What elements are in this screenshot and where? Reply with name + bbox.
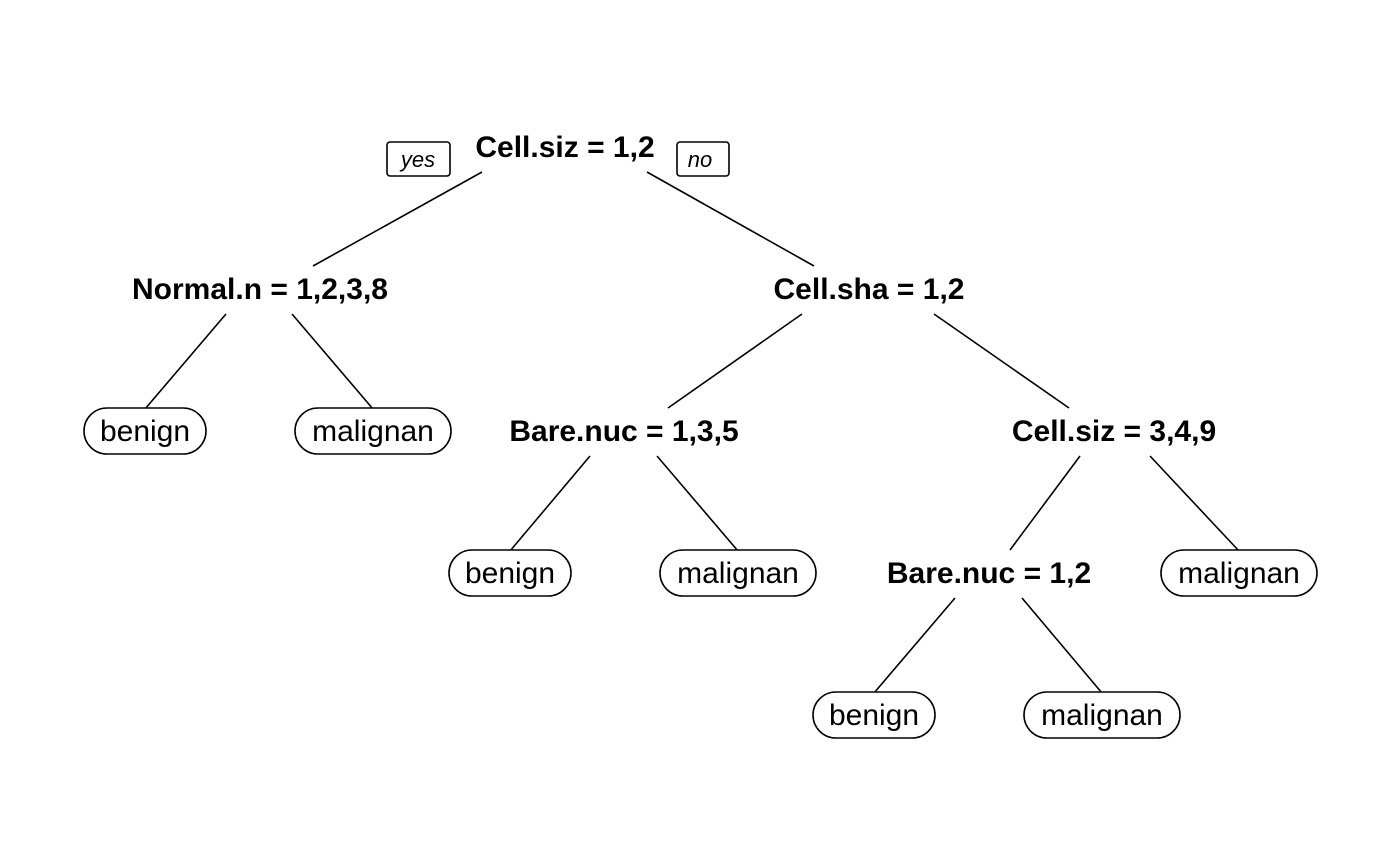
no-branch-label: no [688, 147, 712, 172]
leaf-box [1023, 691, 1181, 739]
edge-n7-n11 [1149, 455, 1240, 552]
leaf-label: benign [100, 415, 190, 448]
leaf-node-n13: malignan [1023, 691, 1181, 739]
tree-edges [144, 171, 1240, 694]
leaf-node-n11: malignan [1160, 549, 1318, 597]
leaf-box [448, 549, 572, 597]
edge-n2-n5 [291, 313, 374, 410]
leaf-node-n8: benign [448, 549, 572, 597]
split-label: Bare.nuc = 1,3,5 [509, 415, 738, 448]
split-label: Cell.sha = 1,2 [774, 273, 965, 306]
leaf-label: benign [465, 557, 555, 590]
leaf-label: malignan [677, 557, 799, 590]
edge-n7-n10 [1009, 455, 1081, 551]
split-node-n10: Bare.nuc = 1,2 [887, 557, 1091, 590]
leaf-label: malignan [1178, 557, 1300, 590]
no-branch-box [676, 141, 730, 177]
split-node-n2: Normal.n = 1,2,3,8 [132, 273, 388, 306]
leaf-label: malignan [312, 415, 434, 448]
edge-n10-n12 [873, 597, 956, 694]
leaf-label: benign [829, 699, 919, 732]
leaf-node-n5: malignan [294, 407, 452, 455]
edge-n3-n6 [667, 313, 803, 409]
edge-n2-n4 [144, 313, 227, 410]
leaf-box [812, 691, 936, 739]
leaf-node-n12: benign [812, 691, 936, 739]
yes-branch-box [386, 141, 451, 177]
split-label: Cell.siz = 1,2 [475, 131, 654, 164]
split-label: Bare.nuc = 1,2 [887, 557, 1091, 590]
split-label: Normal.n = 1,2,3,8 [132, 273, 388, 306]
split-node-n3: Cell.sha = 1,2 [774, 273, 965, 306]
branch-labels: yes no [386, 141, 730, 177]
split-node-n1: Cell.siz = 1,2 [475, 131, 654, 164]
edge-n1-n2 [312, 171, 483, 267]
leaf-label: malignan [1041, 699, 1163, 732]
leaf-node-n9: malignan [659, 549, 817, 597]
edge-n1-n3 [646, 171, 815, 267]
split-node-n7: Cell.siz = 3,4,9 [1012, 415, 1216, 448]
yes-branch-label: yes [399, 147, 435, 172]
leaf-box [659, 549, 817, 597]
leaf-box [83, 407, 207, 455]
leaf-box [1160, 549, 1318, 597]
edge-n10-n13 [1021, 597, 1103, 694]
edge-n6-n9 [656, 455, 739, 552]
split-label: Cell.siz = 3,4,9 [1012, 415, 1216, 448]
split-node-n6: Bare.nuc = 1,3,5 [509, 415, 738, 448]
leaf-node-n4: benign [83, 407, 207, 455]
edge-n6-n8 [509, 455, 591, 552]
leaf-box [294, 407, 452, 455]
edge-n3-n7 [933, 313, 1070, 409]
